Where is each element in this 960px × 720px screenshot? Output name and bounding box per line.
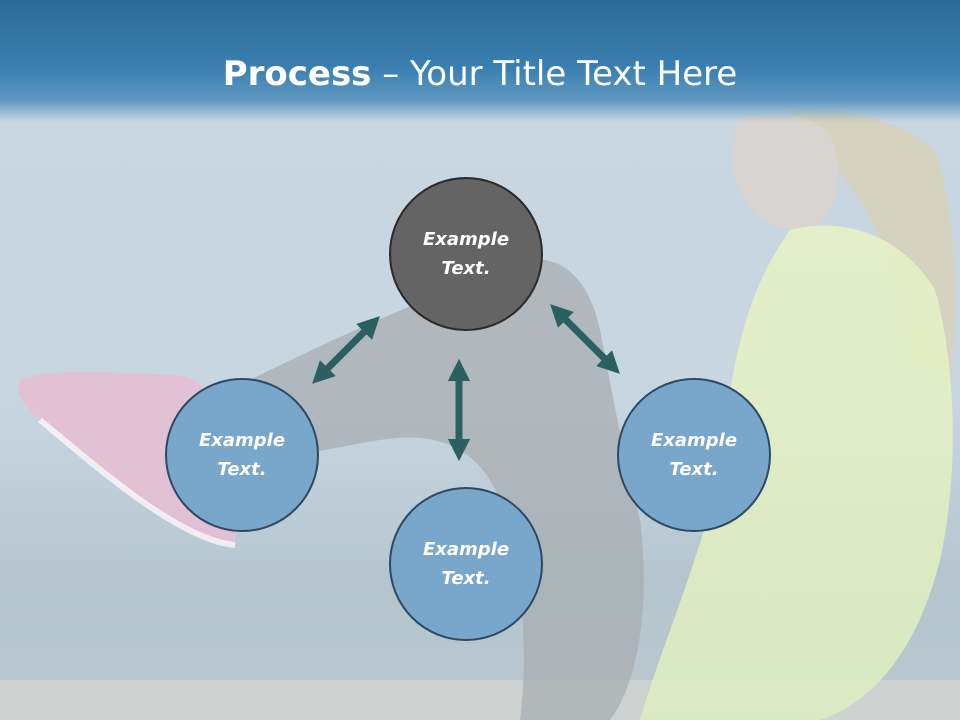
node-top-label: Example Text. [422, 229, 510, 279]
title-bar [0, 0, 960, 122]
node-bottom-label: Example Text. [422, 539, 510, 589]
double-arrow-icon [550, 304, 620, 374]
slide-title: Process – Your Title Text Here [0, 52, 960, 96]
node-right-label: Example Text. [650, 430, 738, 480]
title-bold: Process [222, 54, 372, 94]
title-rest: – Your Title Text Here [371, 54, 738, 94]
node-bottom: Example Text. [389, 487, 543, 641]
double-arrow-icon [312, 316, 380, 384]
node-left-label: Example Text. [198, 430, 286, 480]
node-right: Example Text. [617, 378, 771, 532]
node-left: Example Text. [165, 378, 319, 532]
node-top: Example Text. [389, 177, 543, 331]
